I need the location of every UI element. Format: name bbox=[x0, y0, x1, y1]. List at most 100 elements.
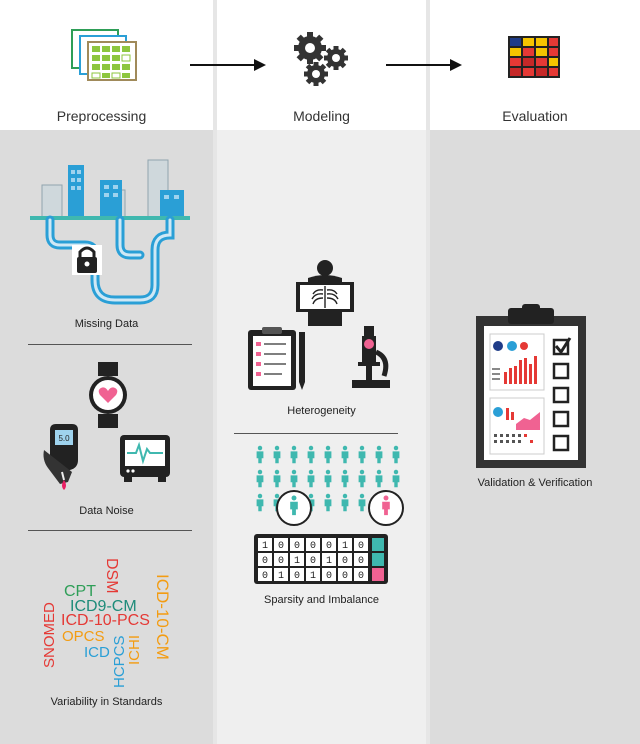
matrix-value: 0 bbox=[278, 556, 284, 567]
smartwatch-heart-icon bbox=[89, 362, 127, 428]
standard-icd: ICD bbox=[84, 644, 110, 661]
standard-icd9-cm: ICD9-CM bbox=[70, 598, 137, 615]
matrix-cell bbox=[338, 568, 352, 581]
buildings-pipes-illustration bbox=[30, 159, 190, 305]
matrix-cell bbox=[274, 568, 288, 581]
patient-figure bbox=[392, 469, 400, 488]
patient-figure bbox=[324, 493, 332, 512]
label-missing-data: Missing Data bbox=[74, 318, 139, 330]
divider bbox=[234, 433, 398, 434]
matrix-value: 0 bbox=[310, 541, 316, 552]
matrix-cell bbox=[322, 553, 336, 566]
patient-figure bbox=[290, 445, 298, 464]
patient-figure bbox=[307, 445, 315, 464]
patient-figure bbox=[375, 445, 383, 464]
matrix-value: 0 bbox=[294, 571, 300, 582]
arrow-right-icon bbox=[386, 59, 462, 71]
standard-ichi: ICHI bbox=[126, 635, 143, 665]
matrix-value: 1 bbox=[278, 571, 284, 582]
patient-figure bbox=[358, 493, 366, 512]
patient-figure bbox=[273, 445, 281, 464]
preprocessing-column bbox=[0, 0, 213, 744]
matrix-value: 0 bbox=[358, 541, 364, 552]
matrix-value: 0 bbox=[294, 541, 300, 552]
patient-figure bbox=[341, 469, 349, 488]
label-heterogeneity: Heterogeneity bbox=[287, 405, 356, 417]
standard-cpt: CPT bbox=[64, 583, 96, 600]
matrix-cell bbox=[290, 553, 304, 566]
label-data-noise: Data Noise bbox=[79, 505, 134, 517]
matrix-value: 0 bbox=[342, 556, 348, 567]
label-variability-in-standards: Variability in Standards bbox=[50, 696, 163, 708]
highlighted-patient-pink bbox=[382, 495, 390, 516]
matrix-cell bbox=[338, 538, 352, 551]
microscope-icon bbox=[352, 326, 390, 388]
chest-xray-icon bbox=[296, 260, 354, 326]
class-label-cell bbox=[372, 553, 384, 566]
patient-figure bbox=[273, 469, 281, 488]
patient-figure bbox=[290, 469, 298, 488]
gears-icon bbox=[294, 32, 348, 86]
glucose-reading: 5.0 bbox=[58, 434, 70, 443]
matrix-value: 1 bbox=[326, 556, 332, 567]
stage-title-evaluation: Evaluation bbox=[502, 108, 568, 124]
matrix-cell bbox=[306, 538, 320, 551]
matrix-value: 0 bbox=[326, 571, 332, 582]
arrow-right-icon bbox=[190, 59, 266, 71]
heatmap-grid-icon bbox=[508, 36, 560, 78]
patient-figure bbox=[256, 469, 264, 488]
matrix-cell bbox=[354, 553, 368, 566]
patient-figure bbox=[256, 445, 264, 464]
patient-crowd-illustration bbox=[256, 445, 404, 526]
patient-figure bbox=[341, 445, 349, 464]
matrix-cell bbox=[290, 568, 304, 581]
lock-icon bbox=[77, 246, 97, 273]
matrix-value: 0 bbox=[358, 571, 364, 582]
patient-figure bbox=[375, 469, 383, 488]
standard-snomed: SNOMED bbox=[41, 602, 58, 668]
matrix-value: 0 bbox=[262, 556, 268, 567]
matrix-cell bbox=[306, 553, 320, 566]
patient-figure bbox=[256, 493, 264, 512]
standard-hcpcs: HCPCS bbox=[111, 635, 128, 688]
matrix-cell bbox=[354, 568, 368, 581]
matrix-cell bbox=[338, 553, 352, 566]
matrix-value: 1 bbox=[262, 541, 268, 552]
patient-figure bbox=[358, 445, 366, 464]
matrix-cell bbox=[290, 538, 304, 551]
patient-figure bbox=[341, 493, 349, 512]
matrix-cell bbox=[354, 538, 368, 551]
patient-figure bbox=[358, 469, 366, 488]
validation-clipboard-icon bbox=[476, 304, 586, 468]
patient-figure bbox=[324, 469, 332, 488]
matrix-value: 0 bbox=[310, 556, 316, 567]
clipboard-chart-icon bbox=[248, 327, 305, 390]
stage-title-modeling: Modeling bbox=[293, 108, 350, 124]
standard-icd-10-cm: ICD-10-CM bbox=[153, 574, 172, 660]
glucometer-icon: 5.0 bbox=[43, 424, 78, 490]
standard-dsm: DSM bbox=[103, 558, 120, 594]
matrix-value: 1 bbox=[294, 556, 300, 567]
patient-figure bbox=[324, 445, 332, 464]
patient-figure bbox=[392, 445, 400, 464]
matrix-cell bbox=[258, 568, 272, 581]
matrix-cell bbox=[322, 568, 336, 581]
standard-icd-10-pcs: ICD-10-PCS bbox=[61, 612, 150, 629]
matrix-value: 1 bbox=[342, 541, 348, 552]
divider bbox=[28, 530, 192, 531]
matrix-cell bbox=[306, 568, 320, 581]
matrix-cell bbox=[258, 553, 272, 566]
data-grid-icon bbox=[71, 29, 137, 81]
matrix-value: 0 bbox=[342, 571, 348, 582]
stage-title-preprocessing: Preprocessing bbox=[56, 108, 147, 124]
matrix-value: 0 bbox=[262, 571, 268, 582]
label-validation-verification: Validation & Verification bbox=[477, 477, 593, 489]
matrix-value: 0 bbox=[278, 541, 284, 552]
matrix-cell bbox=[274, 538, 288, 551]
divider bbox=[28, 344, 192, 345]
matrix-cell bbox=[258, 538, 272, 551]
heart-monitor-icon bbox=[120, 435, 170, 482]
highlighted-patient-teal bbox=[290, 495, 298, 516]
label-sparsity-and-imbalance: Sparsity and Imbalance bbox=[264, 594, 379, 606]
